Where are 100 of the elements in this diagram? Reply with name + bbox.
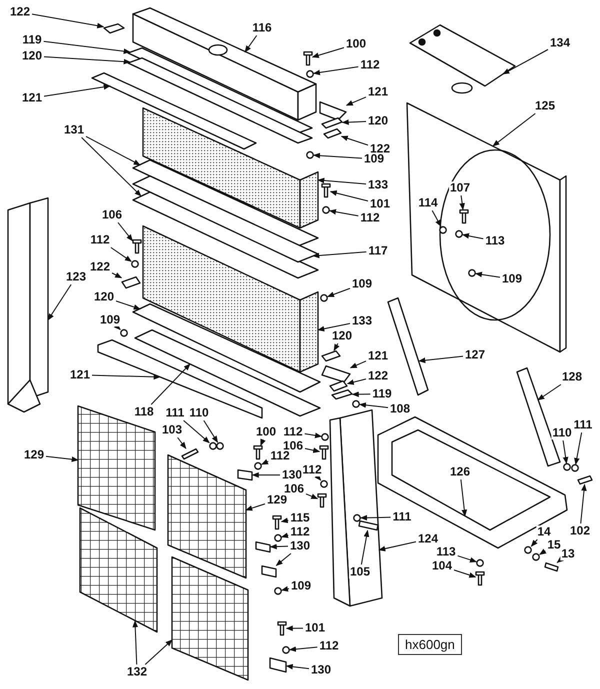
leader-line [574, 432, 582, 465]
callout-number: 120 [366, 114, 390, 128]
grille-panel [167, 454, 247, 579]
callout-number: 116 [251, 22, 273, 34]
clip [237, 469, 253, 481]
leader-line [313, 152, 362, 159]
callout-number: 15 [546, 538, 562, 552]
nut [476, 559, 484, 567]
leader-line [342, 119, 366, 126]
leader-line [346, 378, 366, 385]
gasket [127, 57, 313, 144]
leader-line [457, 555, 477, 563]
callout-number: 127 [464, 348, 486, 362]
leader-line [244, 35, 258, 53]
callout-number: 109 [98, 314, 122, 326]
callout-number: 110 [188, 406, 210, 420]
leader-line [46, 456, 79, 462]
nut [282, 646, 290, 654]
callout-number: 111 [572, 418, 594, 432]
callout-number: 130 [288, 540, 312, 552]
callout-number: 117 [367, 244, 389, 258]
nut [321, 433, 329, 441]
leader-line [86, 136, 141, 166]
clip [261, 565, 277, 578]
callout-number: 100 [344, 38, 368, 50]
leader-line [432, 210, 442, 227]
nut [306, 151, 314, 159]
radiator-tank [132, 7, 317, 121]
leader-line [312, 47, 344, 58]
leader-line [44, 56, 131, 64]
leader-line [360, 514, 392, 521]
callout-number: 109 [290, 580, 312, 592]
callout-number: 120 [20, 50, 44, 62]
leader-line [304, 432, 322, 438]
figure-code: hx600gn [398, 634, 462, 655]
nut [320, 480, 328, 488]
nut [216, 442, 224, 450]
callout-number: 106 [282, 482, 306, 496]
callout-number: 112 [359, 58, 381, 72]
bolt [303, 51, 313, 66]
nut [322, 206, 330, 214]
callout-number: 109 [350, 278, 374, 290]
leader-line [492, 113, 536, 146]
mounting-plate [409, 24, 516, 94]
nut [131, 260, 139, 268]
leader-line [281, 586, 290, 592]
gasket [321, 117, 343, 129]
callout-number: 13 [560, 548, 576, 560]
nut [524, 546, 532, 554]
callout-number: 122 [366, 370, 390, 382]
callout-number: 124 [416, 532, 440, 546]
callout-number: 112 [359, 212, 381, 224]
callout-number: 122 [88, 260, 112, 274]
leader-line [346, 96, 366, 106]
bolt [277, 621, 287, 636]
pin [329, 380, 348, 392]
plate [134, 329, 321, 417]
nut [352, 400, 360, 408]
callout-number: 111 [392, 510, 412, 524]
bolt [544, 562, 559, 572]
upright-support [7, 197, 49, 413]
mounting-bar [91, 72, 257, 150]
callout-number: 101 [304, 622, 326, 634]
leader-line [359, 402, 388, 408]
callout-number: 120 [330, 330, 354, 342]
leader-line [352, 392, 371, 398]
leader-line [317, 178, 366, 184]
leader-line [286, 626, 304, 632]
callout-number: 118 [133, 406, 155, 418]
radiator-core [142, 107, 319, 229]
leader-line [81, 137, 142, 196]
gasket [132, 303, 321, 393]
leader-line [418, 356, 464, 364]
nut [120, 329, 128, 337]
leader-line [378, 541, 416, 552]
nut [274, 587, 282, 595]
callout-number: 121 [20, 92, 44, 104]
leader-line [539, 548, 546, 555]
callout-number: 14 [536, 526, 552, 538]
callout-number: 125 [534, 100, 556, 112]
leader-line [245, 503, 266, 511]
callout-number: 112 [269, 450, 291, 462]
callout-number: 103 [160, 424, 184, 436]
leader-line [112, 272, 122, 278]
leader-line [144, 640, 173, 665]
leader-line [475, 272, 500, 278]
leader-line [462, 233, 484, 240]
leader-line [580, 484, 587, 524]
callout-number: 132 [126, 666, 148, 678]
callout-number: 112 [282, 426, 304, 438]
gasket [331, 389, 353, 400]
nut [274, 534, 282, 542]
leader-line [280, 518, 289, 524]
leader-line [312, 251, 367, 258]
callout-number: 122 [8, 6, 32, 18]
callout-number: 111 [164, 406, 186, 420]
bolt [317, 493, 327, 508]
leader-line [330, 190, 368, 202]
leader-line [43, 40, 131, 54]
plate [132, 191, 319, 279]
